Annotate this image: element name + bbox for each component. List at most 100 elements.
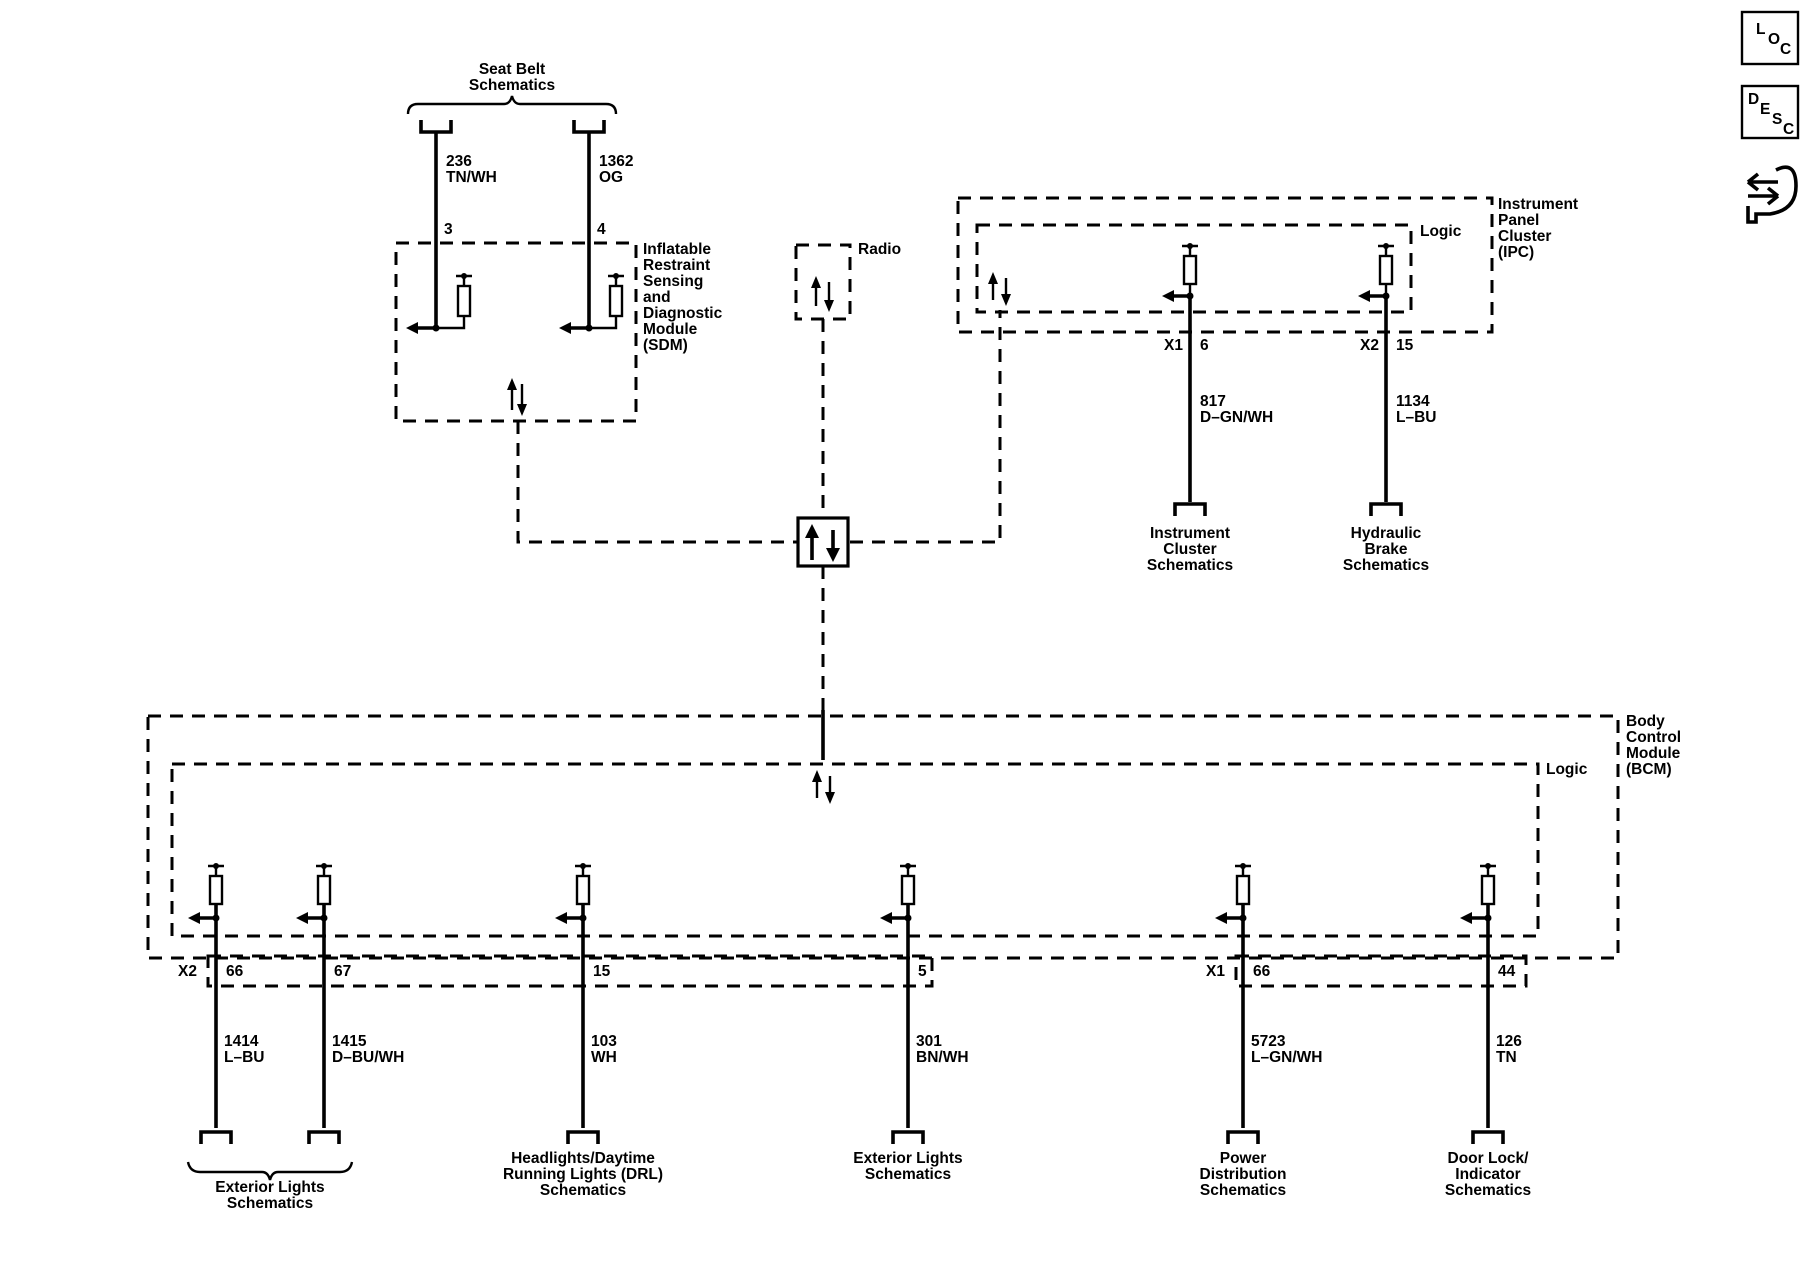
ipc-conn-x2: X2 [1360, 337, 1379, 354]
bcm-pin-2: 67 [334, 963, 351, 980]
sdm-line-7: (SDM) [643, 337, 688, 354]
location-icon[interactable]: L O C [1740, 10, 1800, 66]
ipc-resistor-2 [1358, 243, 1394, 302]
sdm-resistor-2 [559, 273, 624, 334]
radio-label: Radio [858, 241, 901, 258]
bcm-pin-6: 44 [1498, 963, 1516, 980]
dest-exterior-2-line-1: Exterior Lights [853, 1150, 962, 1167]
sdm-module-box [394, 241, 638, 423]
bcm-wire-1-circuit: 1414 [224, 1033, 259, 1050]
bcm-pin-4: 5 [918, 963, 927, 980]
bcm-conn-x1: X1 [1206, 963, 1225, 980]
bcm-line-4: (BCM) [1626, 761, 1672, 778]
dest-exterior-1-line-2: Schematics [227, 1195, 313, 1212]
ipc-pin-15: 15 [1396, 337, 1414, 354]
bcm-connector-x1-box [1234, 954, 1528, 988]
seat-belt-label-1: Seat Belt [479, 61, 545, 78]
sdm-line-4: and [643, 289, 671, 306]
desc-letter-d: D [1748, 91, 1759, 108]
sdm-line-6: Module [643, 321, 698, 338]
dest-doorlock-line-2: Indicator [1455, 1166, 1520, 1183]
ipc-dest-2-line-3: Schematics [1343, 557, 1429, 574]
dest-exterior-2-line-2: Schematics [865, 1166, 951, 1183]
bcm-line-3: Module [1626, 745, 1681, 762]
radio-module-box [794, 243, 852, 321]
bcm-pin-3: 15 [593, 963, 611, 980]
sdm-lines: Inflatable Restraint Sensing and Diagnos… [643, 241, 723, 354]
sdm-wire-1-circuit: 236 [446, 153, 472, 170]
ipc-wire-2-color: L–BU [1396, 409, 1436, 426]
ipc-line-3: Cluster [1498, 228, 1551, 245]
bcm-channel-2 [296, 863, 341, 1144]
sdm-pin-4: 4 [597, 221, 606, 238]
sdm-resistor-1 [406, 273, 472, 334]
bcm-logic-label: Logic [1546, 761, 1588, 778]
ipc-dest-1-line-3: Schematics [1147, 557, 1233, 574]
radio-data-arrows [811, 276, 834, 312]
ipc-dest-1-line-2: Cluster [1163, 541, 1216, 558]
bcm-wire-5-circuit: 5723 [1251, 1033, 1286, 1050]
sdm-wire-2-color: OG [599, 169, 623, 186]
bcm-channel-3 [555, 863, 600, 1144]
bcm-connector-x2-box [206, 954, 934, 988]
serial-data-splice-icon [796, 516, 850, 568]
ipc-line-4: (IPC) [1498, 244, 1534, 261]
bcm-channel-1 [188, 863, 233, 1144]
bcm-line-2: Control [1626, 729, 1681, 746]
exterior-lights-brace [186, 1161, 354, 1181]
bcm-pin-5: 66 [1253, 963, 1271, 980]
ipc-data-arrows [988, 272, 1011, 306]
bcm-wire-3-color: WH [591, 1049, 617, 1066]
ipc-dest-connector-1 [1173, 502, 1207, 516]
dest-power-line-3: Schematics [1200, 1182, 1286, 1199]
desc-letter-c: C [1783, 121, 1794, 138]
ipc-wire-1-circuit: 817 [1200, 393, 1226, 410]
ipc-logic-box [975, 223, 1413, 314]
bcm-line-1: Body [1626, 713, 1665, 730]
bcm-module-box [146, 714, 1620, 960]
ipc-wire-1-color: D–GN/WH [1200, 409, 1273, 426]
sdm-line-3: Sensing [643, 273, 703, 290]
ipc-wire-2-circuit: 1134 [1396, 393, 1430, 410]
ipc-dest-2-line-2: Brake [1364, 541, 1407, 558]
bcm-wire-6-circuit: 126 [1496, 1033, 1522, 1050]
seat-belt-connector-2 [572, 120, 606, 134]
seat-belt-brace [406, 95, 618, 115]
bcm-logic-box [170, 762, 1540, 938]
bcm-wire-5-color: L–GN/WH [1251, 1049, 1322, 1066]
dest-exterior-1-line-1: Exterior Lights [215, 1179, 324, 1196]
bcm-channel-5 [1215, 863, 1260, 1144]
bcm-channel-4 [880, 863, 925, 1144]
bus-ipc-line [850, 310, 1002, 544]
dest-doorlock-line-3: Schematics [1445, 1182, 1531, 1199]
sdm-data-arrows [507, 378, 527, 416]
bcm-wire-1-color: L–BU [224, 1049, 264, 1066]
connector-tool-icon[interactable] [1746, 165, 1798, 224]
dest-headlights-line-2: Running Lights (DRL) [503, 1166, 663, 1183]
description-icon[interactable]: D E S C [1740, 84, 1800, 140]
loc-letter-c: C [1780, 41, 1791, 58]
loc-letter-l: L [1756, 21, 1765, 38]
ipc-conn-x1: X1 [1164, 337, 1183, 354]
bcm-wire-2-color: D–BU/WH [332, 1049, 404, 1066]
bcm-wire-2-circuit: 1415 [332, 1033, 367, 1050]
desc-letter-e: E [1760, 101, 1770, 118]
sdm-wire-1-color: TN/WH [446, 169, 497, 186]
bcm-pin-1: 66 [226, 963, 244, 980]
ipc-dest-1-line-1: Instrument [1150, 525, 1230, 542]
desc-letter-s: S [1772, 111, 1782, 128]
sdm-wire-2-circuit: 1362 [599, 153, 633, 170]
ipc-line-1: Instrument [1498, 196, 1578, 213]
ipc-dest-connector-2 [1369, 502, 1403, 516]
bcm-wire-4-circuit: 301 [916, 1033, 942, 1050]
sdm-line-1: Inflatable [643, 241, 711, 258]
bcm-data-arrows [812, 770, 835, 804]
bcm-wire-6-color: TN [1496, 1049, 1517, 1066]
seat-belt-connector-1 [419, 120, 453, 134]
ipc-module-box [956, 196, 1494, 334]
bus-sdm-line [516, 421, 798, 544]
dest-headlights-line-1: Headlights/Daytime [511, 1150, 655, 1167]
sdm-line-5: Diagnostic [643, 305, 723, 322]
sdm-line-2: Restraint [643, 257, 710, 274]
